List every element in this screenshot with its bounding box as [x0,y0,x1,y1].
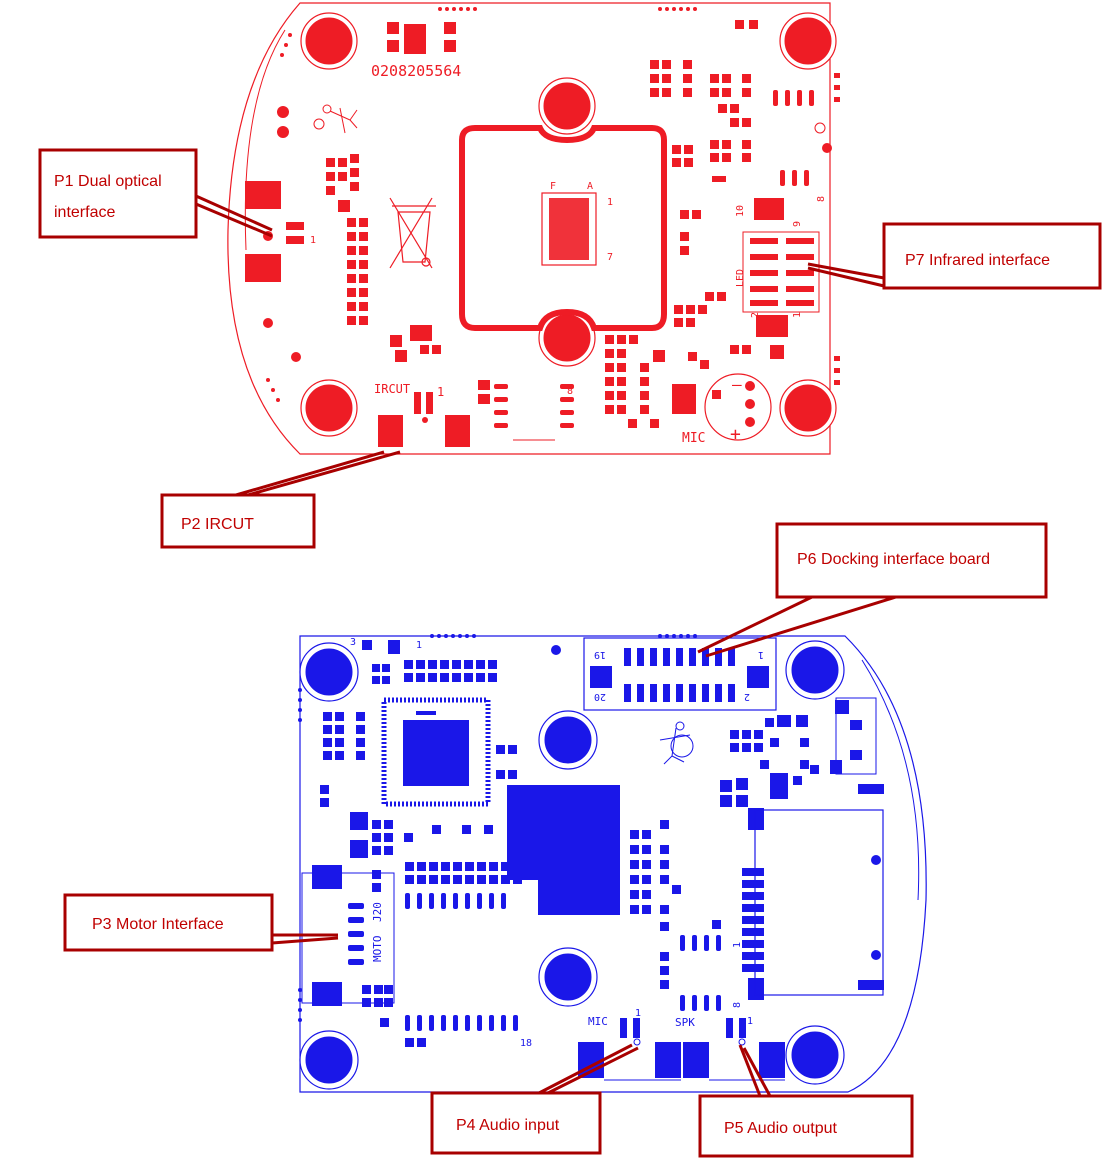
p2-ircut-connector [378,392,470,447]
callout-p1-line1: P1 Dual optical [54,173,162,190]
callout-p6: P6 Docking interface board [775,522,1048,599]
callout-p5-text: P5 Audio output [724,1120,838,1137]
top-ircut-label: IRCUT [374,382,410,396]
callout-p7-text: P7 Infrared interface [905,252,1050,269]
bottom-top-row-smd [320,640,517,858]
callout-p1-line2: interface [54,204,115,221]
docking-pin-19: 19 [594,649,606,660]
callout-p2-text: P2 IRCUT [181,516,254,533]
sensor-pin-7: 7 [607,252,613,263]
top-mic-label: MIC [682,431,705,446]
callout-p3: P3 Motor Interface [63,893,274,952]
top-mic-plus: + [730,424,741,445]
callout-p2: P2 IRCUT [160,493,316,549]
bottom-pin-18: 18 [520,1038,532,1049]
top-right-pin-8: 8 [816,196,827,202]
sensor-frame [459,125,667,331]
docking-pin-1: 1 [758,649,764,660]
bottom-mounting-holes [299,640,845,1090]
top-ic-pin-8: 8 [567,386,573,397]
bottom-mic-pin: 1 [635,1008,641,1019]
callout-p4-text: P4 Audio input [456,1117,560,1134]
bottom-mic-label: MIC [588,1015,608,1028]
callout-p3-text: P3 Motor Interface [92,916,224,933]
sensor-bga [541,192,597,266]
p1-connector [245,181,304,282]
p5-audio-output-connector [683,1018,785,1078]
top-ircut-pin: 1 [437,385,444,399]
bottom-right-tabs [835,697,877,775]
top-led-label: LED [735,269,746,287]
p7-pin-2: 2 [750,312,761,318]
bottom-stick-figure [659,721,691,765]
p3-outline [301,872,395,1004]
callout-p1: P1 Dual optical interface [38,148,198,239]
top-board-text: 0208205564 IRCUT 1 MIC + – F A 1 7 1 8 L… [310,62,827,446]
sd-card-slot [742,809,884,996]
p1-pin-1: 1 [310,235,316,246]
p7-pin-10: 10 [735,205,746,217]
docking-pin-20: 20 [594,691,606,702]
callout-p7: P7 Infrared interface [882,222,1102,290]
bottom-mid-smd [405,820,721,1047]
top-board-outline [227,2,831,455]
top-smd-array [326,154,441,362]
p7-pin-1: 1 [792,312,803,318]
bottom-top-pin-1: 1 [416,640,422,651]
p7-infrared-connector [742,231,820,313]
sensor-pin-1: 1 [607,197,613,208]
top-mic-minus: – [732,375,742,394]
p7-pin-9: 9 [792,221,803,227]
callout-p4: P4 Audio input [430,1091,602,1155]
bottom-pin-3: 3 [350,637,356,648]
docking-pin-2: 2 [744,691,750,702]
top-mic-area [605,335,721,428]
sensor-pin-f: F [550,181,556,192]
bottom-edge-dots [298,634,697,1022]
bottom-board [298,634,927,1093]
bottom-right-smd [720,700,884,1000]
sensor-pin-a: A [587,181,593,192]
top-serial: 0208205564 [371,62,461,80]
bottom-right-pin-1: 1 [732,942,743,948]
bottom-soc-qfp [381,697,491,807]
bottom-spk-label: SPK [675,1016,695,1029]
callout-p5: P5 Audio output [698,1094,914,1158]
bottom-board-outline [299,635,927,1093]
motor-moto-label: MOTO [371,936,384,963]
top-mic [704,373,772,441]
top-board [227,2,840,455]
callout-leaders [195,194,897,1097]
top-edge-dots [266,7,697,402]
bottom-spk-pin: 1 [747,1016,753,1027]
bottom-right-pin-8: 8 [732,1002,743,1008]
bottom-board-text: MIC SPK 1 1 18 3 1 1 2 19 20 MOTO J20 8 … [350,637,764,1049]
p3-motor-connector [312,865,393,1027]
recycle-bin-icon [389,197,436,269]
bottom-ddr-block [507,785,620,915]
top-right-smd [650,20,840,385]
p6-docking-connector [583,637,777,711]
top-left-components [263,22,832,362]
stick-figure-logo [313,104,358,134]
top-mounting-holes [300,12,837,437]
top-bottom-ic [478,380,574,441]
motor-j20-label: J20 [371,902,384,922]
callout-p6-text: P6 Docking interface board [797,551,990,568]
